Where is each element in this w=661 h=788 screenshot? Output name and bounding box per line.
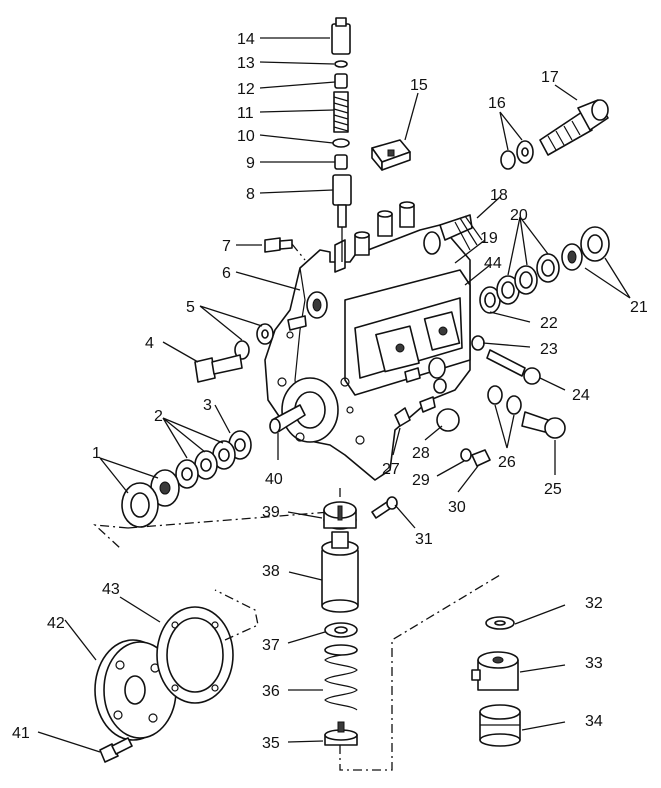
callout-20: 20: [510, 207, 528, 224]
lower-assemblies: [94, 488, 521, 771]
callout-19: 19: [480, 230, 498, 247]
callout-38: 38: [262, 563, 280, 580]
callout-41: 41: [12, 725, 30, 742]
callout-23: 23: [540, 341, 558, 358]
callout-28: 28: [412, 445, 430, 462]
callout-32: 32: [585, 595, 603, 612]
callout-22: 22: [540, 315, 558, 332]
callout-17: 17: [541, 69, 559, 86]
callout-16: 16: [488, 95, 506, 112]
callout-18: 18: [490, 187, 508, 204]
callout-10: 10: [237, 128, 255, 145]
callout-31: 31: [415, 531, 433, 548]
callout-labels: 14 13 12 11 10 9 8 7 6 5 4 3 2 1 40 15 1…: [12, 31, 648, 752]
callout-21: 21: [630, 299, 648, 316]
callout-3: 3: [203, 397, 212, 414]
callout-leaders: [37, 37, 631, 753]
callout-24: 24: [572, 387, 590, 404]
callout-9: 9: [246, 155, 255, 172]
right-side-parts: [371, 99, 610, 519]
callout-37: 37: [262, 637, 280, 654]
callout-34: 34: [585, 713, 603, 730]
callout-44: 44: [484, 255, 502, 272]
callout-4: 4: [145, 335, 154, 352]
callout-15: 15: [410, 77, 428, 94]
callout-1: 1: [92, 445, 101, 462]
callout-8: 8: [246, 186, 255, 203]
callout-36: 36: [262, 683, 280, 700]
left-side-parts: [93, 237, 331, 549]
callout-27: 27: [382, 461, 400, 478]
delivery-valve-stack: [331, 17, 352, 262]
callout-13: 13: [237, 55, 255, 72]
callout-26: 26: [498, 454, 516, 471]
callout-12: 12: [237, 81, 255, 98]
callout-40: 40: [265, 471, 283, 488]
callout-35: 35: [262, 735, 280, 752]
callout-25: 25: [544, 481, 562, 498]
callout-6: 6: [222, 265, 231, 282]
callout-7: 7: [222, 238, 231, 255]
callout-30: 30: [448, 499, 466, 516]
callout-33: 33: [585, 655, 603, 672]
callout-43: 43: [102, 581, 120, 598]
callout-5: 5: [186, 299, 195, 316]
callout-39: 39: [262, 504, 280, 521]
callout-14: 14: [237, 31, 255, 48]
callout-29: 29: [412, 472, 430, 489]
callout-2: 2: [154, 408, 163, 425]
callout-11: 11: [237, 105, 254, 122]
callout-42: 42: [47, 615, 65, 632]
pump-housing: [264, 201, 483, 481]
